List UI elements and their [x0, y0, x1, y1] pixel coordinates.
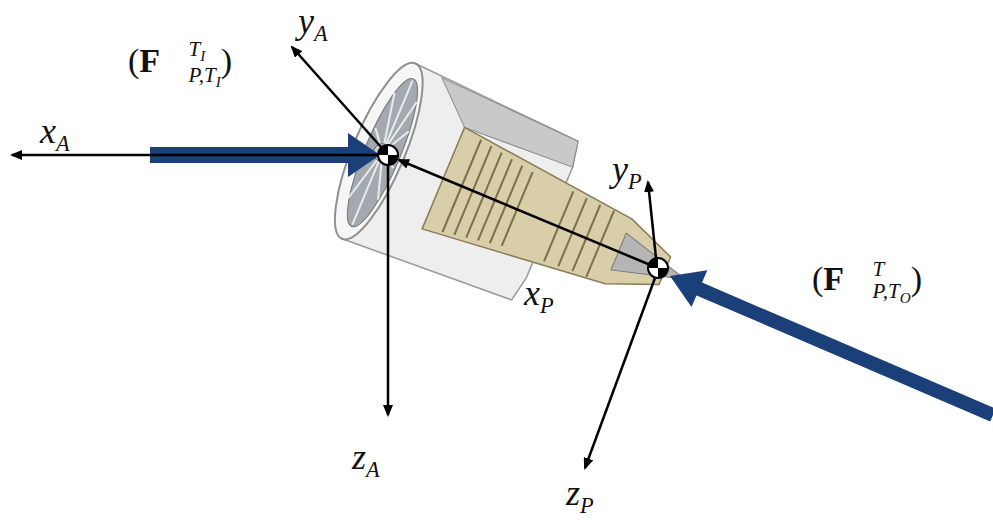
label-anchor: xA: [40, 112, 70, 157]
label-anchor: yP: [612, 150, 642, 195]
label-part: y: [298, 1, 314, 41]
index-stack: P,TOT: [873, 258, 911, 306]
axis-x-p: [399, 160, 648, 264]
label-part: (: [812, 260, 823, 297]
axis-label: yA: [298, 2, 328, 47]
axis-label: zP: [566, 474, 594, 519]
label-anchor: (F⃗P,TOT): [812, 258, 922, 306]
label-part: I: [200, 47, 205, 64]
label-part: T: [189, 37, 201, 61]
outlet-thrust-arrow: [697, 288, 993, 415]
axis-z-a: [387, 165, 390, 415]
force-label: (F⃗P,TOT): [812, 258, 922, 306]
label-anchor: zP: [566, 474, 594, 519]
force-label: (F⃗P,TITI): [128, 38, 232, 90]
subscript: P,TO: [873, 280, 911, 306]
label-part: ): [221, 42, 232, 79]
label-part: P: [580, 493, 594, 518]
superscript: T: [873, 258, 911, 280]
label-part: F⃗: [823, 260, 870, 297]
label-part: P,T: [873, 279, 900, 303]
jet-engine: [318, 53, 722, 366]
label-part: O: [900, 289, 911, 306]
origin-marker: [378, 145, 398, 165]
label-anchor: zA: [352, 438, 380, 483]
axis-z-p: [585, 278, 655, 468]
label-part: F⃗: [139, 42, 186, 79]
label-part: T: [873, 257, 885, 281]
label-part: I: [216, 73, 221, 90]
fan-face: [335, 72, 430, 233]
label-part: z: [352, 437, 366, 477]
superscript: TI: [189, 38, 221, 64]
axis-y-a: [292, 47, 381, 147]
label-part: x: [40, 111, 56, 151]
label-part: x: [524, 273, 540, 313]
subscript: P,TI: [189, 64, 221, 90]
outlet-thrust-arrowhead: [670, 270, 707, 307]
origin-marker: [648, 258, 668, 278]
label-part: y: [612, 149, 628, 189]
label-part: A: [366, 457, 380, 482]
axis-label: xP: [524, 274, 554, 319]
label-part: A: [56, 131, 70, 156]
index-stack: P,TITI: [189, 38, 221, 90]
label-part: ): [911, 260, 922, 297]
label-part: P,T: [189, 63, 216, 87]
label-anchor: (F⃗P,TITI): [128, 38, 232, 90]
axis-label: xA: [40, 112, 70, 157]
axis-y-p: [648, 182, 656, 258]
axis-label: zA: [352, 438, 380, 483]
label-part: P: [628, 169, 642, 194]
label-part: (: [128, 42, 139, 79]
axis-label: yP: [612, 150, 642, 195]
fan-blades: [338, 75, 428, 231]
label-part: A: [314, 21, 328, 46]
label-part: z: [566, 473, 580, 513]
label-anchor: xP: [524, 274, 554, 319]
label-anchor: yA: [298, 2, 328, 47]
label-part: P: [540, 293, 554, 318]
